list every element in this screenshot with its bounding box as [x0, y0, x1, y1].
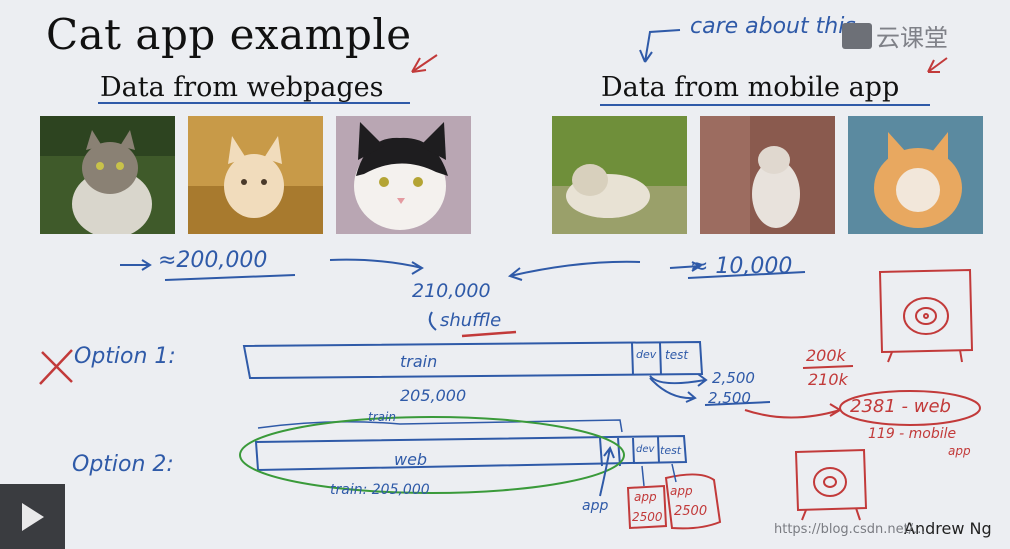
arrow-to-total-right [507, 260, 641, 281]
red-arrow-web [411, 54, 438, 73]
dev-mix-app: app [948, 444, 971, 458]
dev-mix-web: 2381 - web [850, 396, 951, 417]
option2-dev-label: dev [636, 444, 655, 455]
arrow-dev-size [649, 373, 708, 387]
mobile-data-heading: Data from mobile app [601, 72, 900, 103]
option1-test-size: 2,500 [708, 389, 751, 407]
shuffle-note: shuffle [440, 310, 502, 331]
total-count: 210,000 [412, 280, 491, 302]
mobile-cat-photo-2 [700, 116, 835, 234]
web-count: ≈200,000 [158, 248, 268, 273]
arrow-to-total-left [329, 258, 424, 275]
mobile-cat-photo-3 [848, 116, 983, 234]
phone-doodle-1 [878, 268, 974, 363]
app-test-size: 2500 [674, 504, 708, 519]
red-arrow-to-mix [744, 403, 842, 419]
app-test-box [664, 473, 722, 530]
shuffle-down-arrow [428, 311, 437, 331]
dev-mix-mobile: 119 - mobile [868, 426, 957, 442]
web-cat-photo-3 [336, 116, 471, 234]
play-button[interactable] [0, 484, 65, 549]
web-cat-photo-2 [188, 116, 323, 234]
app-arrow [599, 445, 615, 497]
red-arrow-mobile [927, 57, 948, 73]
phone-doodle-2 [794, 448, 868, 521]
video-platform-logo: 云课堂 [842, 18, 948, 53]
option1-label: Option 1: [74, 344, 176, 369]
option1-bar [242, 340, 704, 380]
web-data-heading: Data from webpages [100, 72, 384, 103]
option2-label: Option 2: [72, 452, 174, 477]
arrow-test-size [649, 377, 697, 403]
option2-bar [254, 434, 688, 472]
web-count-underline [164, 274, 296, 281]
mobile-count: ≈ 10,000 [690, 254, 793, 279]
web-green-oval [239, 416, 625, 494]
option2-app-label: app [582, 498, 609, 514]
play-icon [21, 502, 44, 531]
app-pointer-lines [641, 463, 677, 487]
option1-dev-size: 2,500 [712, 369, 755, 387]
option2-train-brace [257, 419, 623, 433]
option1-dev-label: dev [636, 348, 657, 361]
option2-train-size: train: 205,000 [330, 482, 430, 498]
option1-train-size: 205,000 [400, 386, 467, 405]
care-about-note: care about this [690, 14, 856, 39]
slide-title: Cat app example [46, 10, 412, 59]
ratio-line [802, 365, 854, 369]
shuffle-underline [461, 330, 517, 338]
option1-test-label: test [665, 348, 689, 362]
arrow-web-count [120, 259, 152, 271]
app-dev-size: 2500 [632, 510, 663, 524]
ratio-numerator: 200k [806, 346, 846, 365]
option1-reject-x [39, 349, 73, 385]
option1-train-label: train [400, 352, 438, 371]
chat-bubble-icon [842, 22, 872, 49]
author-credit: Andrew Ng [904, 519, 992, 538]
app-dev-label: app [634, 490, 657, 504]
option2-test-label: test [660, 444, 682, 457]
app-test-label: app [670, 484, 693, 498]
source-watermark: https://blog.csdn.net/... [774, 522, 926, 537]
web-cat-photo-1 [40, 116, 175, 234]
logo-text: 云课堂 [876, 24, 948, 52]
ratio-denominator: 210k [808, 370, 848, 389]
care-arrow [639, 29, 681, 63]
option2-train-note: train [368, 410, 396, 424]
mobile-cat-photo-1 [552, 116, 687, 234]
option2-web-label: web [394, 450, 428, 469]
